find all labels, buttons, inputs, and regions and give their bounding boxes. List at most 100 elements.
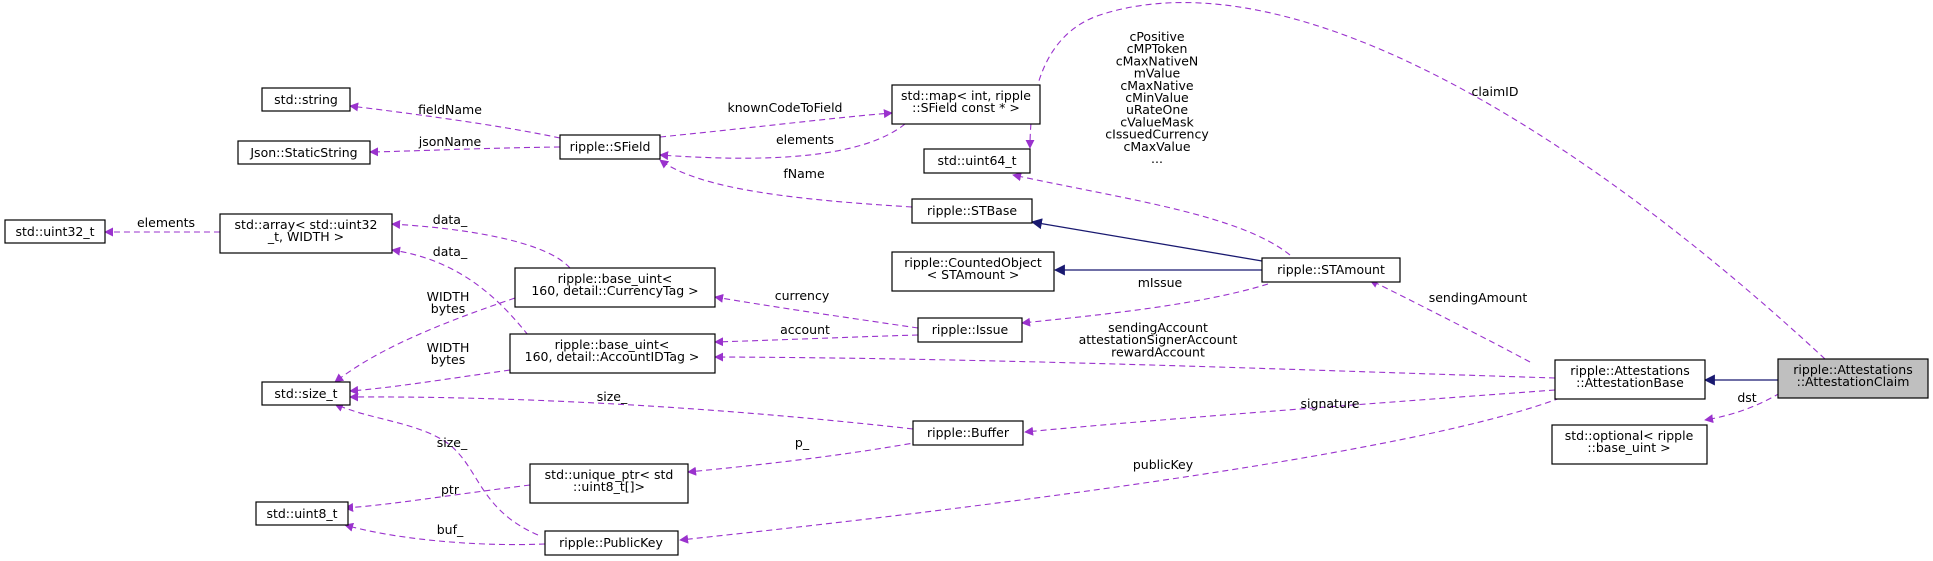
label-line: buf_ bbox=[437, 522, 464, 537]
label-line: std::optional< ripple bbox=[1565, 428, 1694, 443]
edge-label-dst: dst bbox=[1737, 390, 1756, 405]
node-base-uint-accountidtag[interactable]: ripple::base_uint<160, detail::AccountID… bbox=[509, 333, 716, 374]
node-ripple-publickey[interactable]: ripple::PublicKey bbox=[544, 530, 679, 556]
node-attestation-claim[interactable]: ripple::Attestations::AttestationClaim bbox=[1777, 358, 1929, 399]
svg-text:ripple::Attestations::Attestat: ripple::Attestations::AttestationBase bbox=[1570, 363, 1689, 390]
label-line: size_ bbox=[597, 389, 628, 404]
label-line: attestationSignerAccount bbox=[1079, 332, 1238, 347]
label-line: ripple::Issue bbox=[932, 322, 1009, 337]
label-line: std::uint32_t bbox=[15, 224, 94, 239]
node-std-uint32[interactable]: std::uint32_t bbox=[4, 219, 106, 244]
edge-sfield-map bbox=[659, 109, 893, 138]
edge-map-sfield bbox=[659, 123, 906, 161]
node-counted-object[interactable]: ripple::CountedObject< STAmount > bbox=[891, 251, 1055, 292]
edge-attbase-stamount bbox=[1369, 279, 1531, 363]
svg-text:std::map< int, ripple::SField: std::map< int, ripple::SField const * > bbox=[901, 88, 1031, 115]
edge-publickey-size bbox=[334, 403, 539, 536]
node-ripple-stamount[interactable]: ripple::STAmount bbox=[1261, 257, 1401, 283]
label-line: ptr bbox=[441, 482, 460, 497]
label-line: data_ bbox=[433, 244, 468, 259]
label-line: ripple::CountedObject bbox=[904, 255, 1042, 270]
node-std-optional[interactable]: std::optional< ripple::base_uint > bbox=[1551, 424, 1708, 465]
edge-label-missue: mIssue bbox=[1138, 275, 1183, 290]
label-line: mIssue bbox=[1138, 275, 1183, 290]
node-unique-ptr[interactable]: std::unique_ptr< std::uint8_t[]> bbox=[529, 463, 689, 504]
label-line: jsonName bbox=[418, 134, 482, 149]
edge-label-jsonname: jsonName bbox=[418, 134, 482, 149]
label-line: std::uint8_t bbox=[266, 506, 337, 521]
node-std-uint64[interactable]: std::uint64_t bbox=[923, 148, 1031, 174]
label-line: bytes bbox=[431, 352, 465, 367]
edge-stamount-uint64 bbox=[1012, 172, 1291, 256]
edge-attbase-account bbox=[714, 352, 1556, 379]
edge-stamount-stbase bbox=[1030, 218, 1269, 263]
label-line: bytes bbox=[431, 301, 465, 316]
label-line: cMaxNativeN bbox=[1116, 53, 1199, 68]
label-line: data_ bbox=[433, 212, 468, 227]
edge-curtag-array bbox=[391, 219, 571, 269]
label-line: WIDTH bbox=[427, 340, 470, 355]
svg-text:std::unique_ptr< std::uint8_t[: std::unique_ptr< std::uint8_t[]> bbox=[545, 467, 674, 494]
label-line: sendingAmount bbox=[1429, 290, 1528, 305]
node-ripple-sfield[interactable]: ripple::SField bbox=[559, 134, 661, 160]
edge-label-knowncodetofield: knownCodeToField bbox=[728, 100, 843, 115]
label-line: mValue bbox=[1134, 66, 1181, 81]
label-line: 160, detail::CurrencyTag > bbox=[531, 283, 698, 298]
edge-publickey-uint8 bbox=[344, 522, 546, 546]
edge-label-size-buffer: size_ bbox=[597, 389, 628, 404]
node-std-uint8[interactable]: std::uint8_t bbox=[255, 501, 349, 526]
node-json-staticstring[interactable]: Json::StaticString bbox=[237, 140, 371, 165]
node-ripple-issue[interactable]: ripple::Issue bbox=[917, 317, 1023, 343]
edge-label-publickey: publicKey bbox=[1133, 457, 1194, 472]
label-line: std::array< std::uint32 bbox=[235, 217, 378, 232]
svg-text:ripple::base_uint<160, detail:: ripple::base_uint<160, detail::CurrencyT… bbox=[531, 271, 698, 298]
label-line: p_ bbox=[795, 435, 810, 450]
node-std-size-t[interactable]: std::size_t bbox=[261, 381, 351, 406]
label-line: < STAmount > bbox=[927, 267, 1020, 282]
label-line: 160, detail::AccountIDTag > bbox=[525, 349, 700, 364]
edge-stbase-sfield bbox=[659, 159, 913, 208]
label-line: ripple::base_uint< bbox=[555, 337, 670, 352]
node-attestation-base[interactable]: ripple::Attestations::AttestationBase bbox=[1554, 359, 1706, 400]
edge-label-buf: buf_ bbox=[437, 522, 464, 537]
edge-sfield-string bbox=[349, 102, 561, 139]
svg-text:ripple::Issue: ripple::Issue bbox=[932, 322, 1009, 337]
edge-claim-optional bbox=[1704, 392, 1781, 424]
edge-uniqueptr-uint8 bbox=[344, 484, 531, 512]
node-base-uint-currencytag[interactable]: ripple::base_uint<160, detail::CurrencyT… bbox=[514, 267, 716, 308]
node-std-map[interactable]: std::map< int, ripple::SField const * > bbox=[891, 84, 1041, 125]
label-line: ripple::Buffer bbox=[927, 425, 1010, 440]
label-line: cMinValue bbox=[1125, 90, 1189, 105]
edge-buffer-size bbox=[349, 392, 914, 430]
label-line: ripple::Attestations bbox=[1793, 362, 1912, 377]
edge-label-account: account bbox=[780, 322, 830, 337]
svg-text:std::array< std::uint32_t, WID: std::array< std::uint32_t, WIDTH > bbox=[235, 217, 378, 244]
label-line: cValueMask bbox=[1120, 114, 1194, 129]
label-line: ::uint8_t[]> bbox=[573, 479, 645, 494]
label-line: account bbox=[780, 322, 830, 337]
label-line: ::SField const * > bbox=[912, 100, 1020, 115]
label-line: cMPToken bbox=[1127, 41, 1188, 56]
edge-label-elements-arr: elements bbox=[137, 215, 195, 230]
label-line: _t, WIDTH > bbox=[267, 229, 344, 244]
svg-text:ripple::STBase: ripple::STBase bbox=[927, 203, 1017, 218]
label-line: Json::StaticString bbox=[249, 145, 357, 160]
svg-text:Json::StaticString: Json::StaticString bbox=[249, 145, 357, 160]
label-line: claimID bbox=[1472, 84, 1519, 99]
node-std-array[interactable]: std::array< std::uint32_t, WIDTH > bbox=[219, 213, 393, 254]
node-ripple-buffer[interactable]: ripple::Buffer bbox=[912, 420, 1024, 446]
label-line: cMaxValue bbox=[1123, 139, 1190, 154]
svg-text:ripple::base_uint<160, detail:: ripple::base_uint<160, detail::AccountID… bbox=[525, 337, 700, 364]
label-line: size_ bbox=[437, 435, 468, 450]
label-line: currency bbox=[775, 288, 830, 303]
edge-label-p: p_ bbox=[795, 435, 810, 450]
node-std-string[interactable]: std::string bbox=[261, 87, 351, 112]
edge-label-fieldname: fieldName bbox=[418, 102, 482, 117]
edge-acctag-array bbox=[391, 246, 529, 336]
node-ripple-stbase[interactable]: ripple::STBase bbox=[911, 198, 1033, 224]
edge-attbase-buffer bbox=[1024, 389, 1556, 436]
label-line: sendingAccount bbox=[1108, 320, 1208, 335]
